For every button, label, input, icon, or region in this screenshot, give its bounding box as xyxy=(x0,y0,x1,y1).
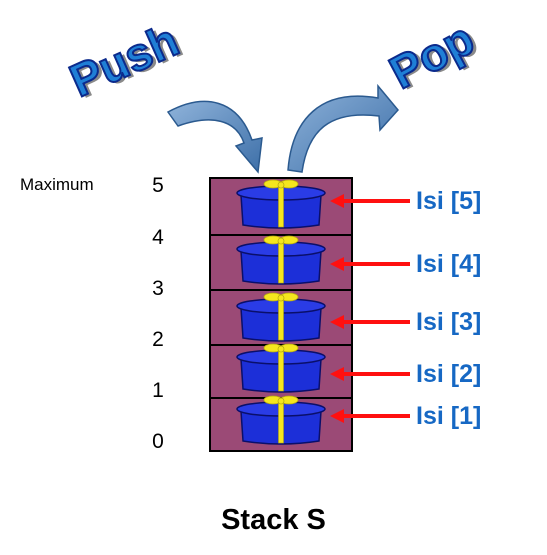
pointer-arrow-icon xyxy=(328,365,412,383)
slot-label: Isi [4] xyxy=(416,250,482,278)
slot-label: Isi [3] xyxy=(416,308,482,336)
slot-divider xyxy=(211,289,351,291)
maximum-label: Maximum xyxy=(20,175,94,194)
gift-box-icon xyxy=(236,343,326,393)
index-label: 3 xyxy=(152,277,164,300)
gift-box-icon xyxy=(236,292,326,342)
index-label: 1 xyxy=(152,379,164,402)
slot-label: Isi [1] xyxy=(416,402,482,430)
index-label: 4 xyxy=(152,226,164,249)
push-arrow xyxy=(166,100,263,174)
pointer-arrow-icon xyxy=(328,192,412,210)
pop-arrow xyxy=(287,83,399,173)
slot-label: Isi [2] xyxy=(416,360,482,388)
gift-box-icon xyxy=(236,179,326,229)
diagram-title: Stack S xyxy=(221,504,326,536)
pointer-arrow-icon xyxy=(328,407,412,425)
gift-box-icon xyxy=(236,395,326,445)
index-label: 0 xyxy=(152,430,164,453)
index-label: 2 xyxy=(152,328,164,351)
index-label: 5 xyxy=(152,174,164,197)
slot-divider xyxy=(211,344,351,346)
pointer-arrow-icon xyxy=(328,313,412,331)
slot-label: Isi [5] xyxy=(416,187,482,215)
pointer-arrow-icon xyxy=(328,255,412,273)
gift-box-icon xyxy=(236,235,326,285)
slot-divider xyxy=(211,234,351,236)
